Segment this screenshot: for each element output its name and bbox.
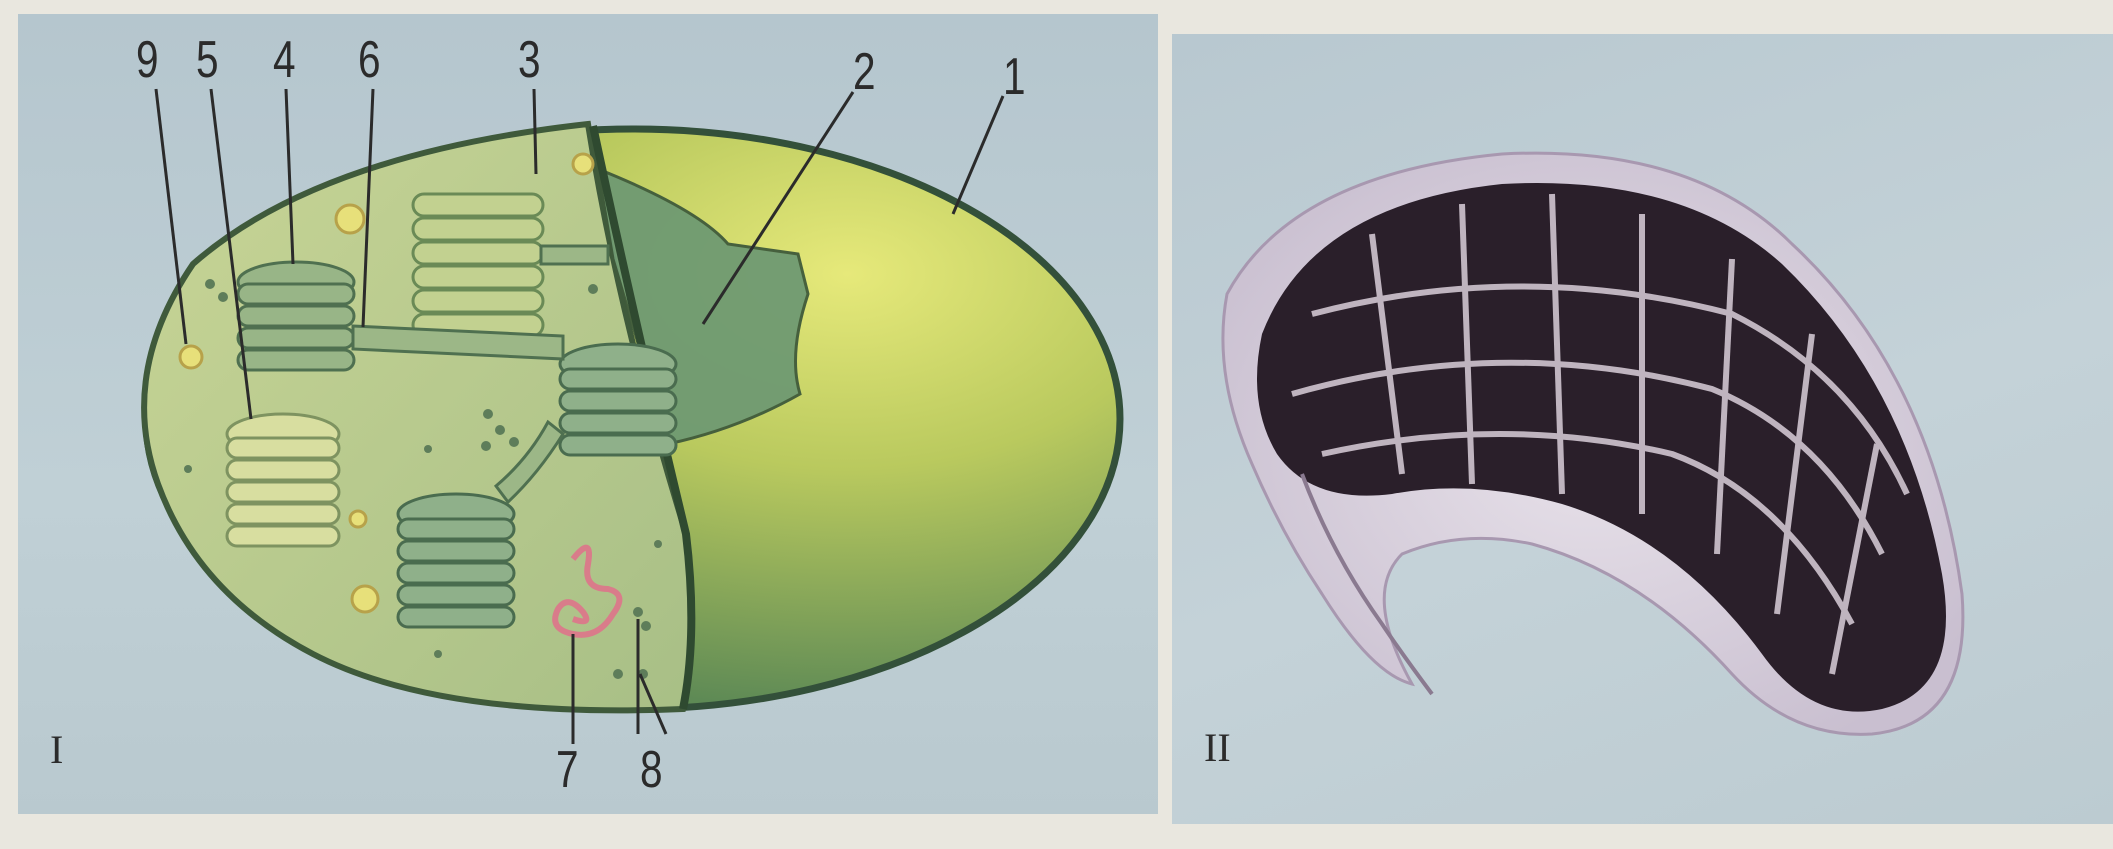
panel-label-right: II — [1204, 724, 1231, 771]
chloroplast-illustration — [18, 14, 1158, 814]
chloroplast-diagram-panel: 9 5 4 6 3 2 1 7 8 I — [18, 14, 1158, 814]
granum-top — [413, 194, 543, 336]
chloroplast-micrograph — [1172, 34, 2113, 824]
granum-mid — [560, 344, 676, 455]
panel-label-left: I — [50, 726, 63, 773]
callout-6: 6 — [358, 34, 381, 86]
callout-4: 4 — [273, 34, 296, 86]
callout-9: 9 — [136, 34, 159, 86]
callout-8: 8 — [640, 744, 663, 796]
callout-5: 5 — [196, 34, 219, 86]
callout-2: 2 — [853, 46, 876, 98]
granum-bottom — [398, 494, 514, 627]
granum-5 — [227, 414, 339, 546]
callout-3: 3 — [518, 34, 541, 86]
callout-1: 1 — [1003, 51, 1026, 103]
callout-7: 7 — [556, 744, 579, 796]
micrograph-panel: II — [1172, 34, 2113, 824]
granum-4 — [238, 262, 354, 370]
